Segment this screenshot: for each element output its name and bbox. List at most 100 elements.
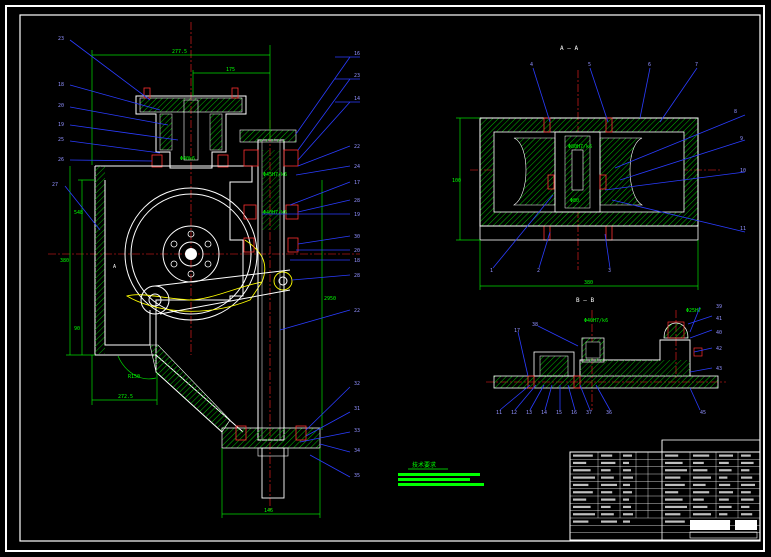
fit-label-2: Φ40k6	[180, 156, 195, 162]
balloon-bottom-3: 33	[354, 428, 360, 434]
section-aa: A — A Φ80H7/k6 Φ80 100 380	[452, 45, 746, 290]
aa-balloon-4: 4	[530, 62, 533, 68]
bolt-circle	[170, 230, 212, 278]
balloon-left-1: 23	[58, 36, 64, 42]
title-block-text-mark	[601, 469, 611, 472]
title-block-text-mark	[741, 513, 753, 516]
title-block-text-mark	[693, 454, 710, 457]
title-block-text-mark	[601, 461, 616, 465]
bb-balloon-42: 42	[716, 346, 722, 352]
title-block-text-mark	[601, 513, 614, 516]
title-block-text-mark	[719, 469, 732, 472]
balloon-left-4: 19	[58, 122, 64, 128]
title-block-text-mark	[665, 491, 679, 494]
title-block-text-mark	[693, 461, 704, 465]
title-block-text-mark	[693, 498, 704, 501]
bb-balloon-41: 41	[716, 316, 722, 322]
bb-balloon-b8: 36	[606, 410, 612, 416]
title-block-text-mark	[719, 491, 733, 494]
title-block-text-mark	[573, 469, 591, 472]
inner-border	[19, 14, 761, 542]
title-block-text-mark	[573, 520, 589, 523]
aa-width-dim: 380	[584, 280, 593, 286]
bb-balloon-39: 39	[716, 304, 722, 310]
title-block-text-mark	[623, 461, 629, 465]
bb-balloon-b5: 15	[556, 410, 562, 416]
aa-fit-1: Φ80H7/k6	[568, 144, 592, 150]
title-block-text-mark	[573, 454, 593, 457]
dim-bottom-inner: 146	[264, 508, 273, 514]
aa-balloon-8: 8	[734, 109, 737, 115]
aa-height-dim: 100	[452, 178, 461, 184]
tech-requirements: 技术要求	[398, 461, 484, 486]
title-block-text-mark	[623, 491, 632, 494]
balloon-right-1: 16	[354, 51, 360, 57]
balloon-right-4: 22	[354, 144, 360, 150]
bb-balloon-40: 40	[716, 330, 722, 336]
bb-balloon-38: 38	[532, 322, 538, 328]
title-block-text-mark	[719, 505, 732, 509]
bb-balloon-b6: 16	[571, 410, 577, 416]
title-block-text-mark	[623, 520, 630, 523]
dim-top-inner: 175	[226, 67, 235, 73]
aa-balloon-5: 5	[588, 62, 591, 68]
balloon-right-7: 28	[354, 198, 360, 204]
title-block-text-mark	[719, 513, 728, 516]
bb-balloon-43: 43	[716, 366, 722, 372]
dim-height-2: 380	[60, 258, 69, 264]
balloon-right-2: 23	[354, 73, 360, 79]
section-bb: B — B Φ40H7/k6 Φ25H7 17 38 39 4	[486, 297, 726, 416]
title-block-text-mark	[665, 469, 687, 472]
title-block-text-mark	[741, 498, 754, 501]
balloon-right-3: 14	[354, 96, 360, 102]
dim-top-width: 277.5	[172, 49, 187, 55]
title-block-text-mark	[601, 454, 613, 457]
title-block-text-mark	[573, 505, 591, 509]
bb-balloon-17: 17	[514, 328, 520, 334]
aa-balloon-1: 1	[490, 268, 493, 274]
title-block-text-mark	[719, 461, 729, 465]
aa-balloon-10: 10	[740, 168, 746, 174]
balloon-right-6: 17	[354, 180, 360, 186]
bb-fit-2: Φ25H7	[686, 308, 701, 314]
title-block-text-mark	[719, 476, 728, 479]
title-block-text-mark	[719, 454, 733, 457]
title-block-text-mark	[623, 513, 633, 516]
aa-balloon-3: 3	[608, 268, 611, 274]
bb-balloon-b3: 13	[526, 410, 532, 416]
title-block-text-mark	[665, 498, 683, 501]
section-aa-title: A — A	[560, 45, 578, 52]
title-block-text-mark	[741, 461, 754, 465]
title-block-text-mark	[573, 461, 587, 465]
balloon-right-10: 20	[354, 248, 360, 254]
title-block-text-mark	[573, 513, 595, 516]
title-block-text-mark	[693, 505, 708, 509]
bb-balloon-b9: 45	[700, 410, 706, 416]
title-block-text-mark	[693, 483, 706, 487]
balloon-bottom-1: 32	[354, 381, 360, 387]
balloon-left-2: 18	[58, 82, 64, 88]
title-block-text-mark	[665, 454, 679, 457]
title-block-text-mark	[665, 505, 687, 509]
balloon-bottom-5: 35	[354, 473, 360, 479]
tech-req-title: 技术要求	[412, 461, 436, 469]
fit-label-1: Φ45H7/k6	[263, 172, 287, 178]
view-label-a: A	[113, 264, 116, 270]
title-block-text-mark	[601, 491, 613, 494]
title-block	[569, 439, 761, 541]
title-block-text-mark	[665, 461, 683, 465]
title-block-text-mark	[623, 454, 632, 457]
title-block-text-mark	[623, 469, 631, 472]
balloon-left-3: 20	[58, 103, 64, 109]
bb-fit-1: Φ40H7/k6	[584, 318, 608, 324]
title-block-text-mark	[719, 498, 729, 501]
title-block-text-mark	[741, 454, 751, 457]
balloon-right-5: 24	[354, 164, 360, 170]
title-block-text-mark	[719, 483, 731, 487]
aa-balloon-2: 2	[537, 268, 540, 274]
aa-balloon-11: 11	[740, 226, 746, 232]
fit-label-3: Φ40H7/k6	[263, 210, 287, 216]
title-block-text-mark	[741, 476, 753, 479]
title-block-text-mark	[693, 469, 708, 472]
